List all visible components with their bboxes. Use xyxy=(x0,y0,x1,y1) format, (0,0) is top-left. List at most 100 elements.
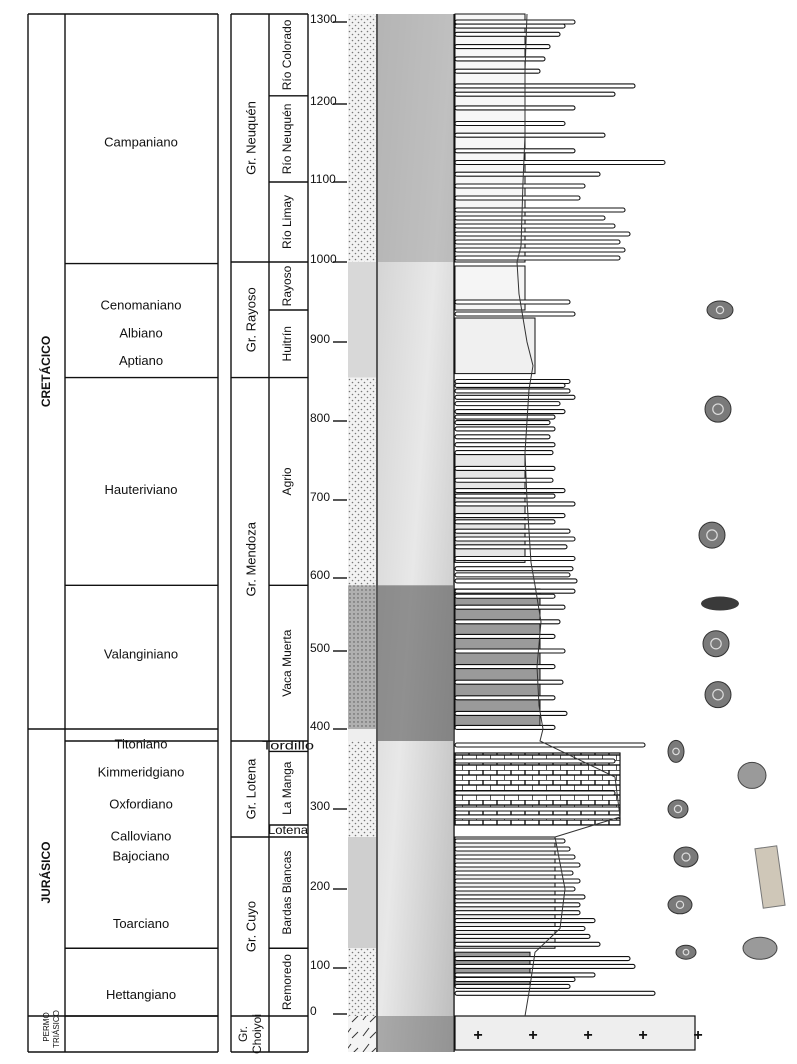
thin-bed xyxy=(455,589,575,593)
depth-tick-label: 600 xyxy=(310,568,330,582)
stage-label: Bajociano xyxy=(112,848,169,863)
thin-bed xyxy=(455,383,565,387)
thin-bed xyxy=(455,312,575,316)
thin-bed xyxy=(455,680,563,684)
bivalve-icon xyxy=(738,762,766,788)
thin-bed xyxy=(455,427,555,431)
period-label: TRIÁSICO xyxy=(52,1010,61,1048)
thin-bed xyxy=(455,839,565,843)
thin-bed xyxy=(455,919,595,923)
ammonite-icon xyxy=(705,396,731,422)
thin-bed xyxy=(455,879,580,883)
thin-bed xyxy=(455,665,555,669)
lithology-band xyxy=(348,14,376,262)
bivalve-icon xyxy=(743,937,777,959)
thin-bed xyxy=(455,248,625,252)
thin-bed xyxy=(455,402,560,406)
formation-label: Agrio xyxy=(280,467,294,495)
thin-bed xyxy=(455,942,600,946)
basement-cross-icon: + xyxy=(638,1027,647,1044)
thin-bed xyxy=(455,415,555,419)
thin-bed xyxy=(455,903,580,907)
depth-tick-label: 100 xyxy=(310,958,330,972)
thin-bed xyxy=(455,863,580,867)
thin-bed xyxy=(455,815,620,819)
thin-bed xyxy=(455,20,575,24)
thin-bed xyxy=(455,92,615,96)
thin-bed xyxy=(455,573,570,577)
depth-tick-label: 1200 xyxy=(310,94,337,108)
outcrop-photo-band xyxy=(378,585,453,741)
thin-bed xyxy=(455,300,570,304)
thin-bed xyxy=(455,45,550,49)
depth-tick-label: 400 xyxy=(310,719,330,733)
formation-label: Remoredo xyxy=(280,954,294,1010)
thin-bed xyxy=(455,579,577,583)
thin-bed xyxy=(455,520,555,524)
thin-bed xyxy=(455,978,575,982)
thin-bed xyxy=(455,149,575,153)
depth-tick-label: 300 xyxy=(310,799,330,813)
thin-bed xyxy=(455,184,585,188)
lithology-band xyxy=(348,837,376,948)
lithology-band xyxy=(348,741,376,837)
thin-bed xyxy=(455,84,635,88)
group-label: Gr. xyxy=(236,1026,250,1042)
thin-bed xyxy=(455,537,575,541)
period-label: CRETÁCICO xyxy=(38,336,53,407)
thin-bed xyxy=(455,871,573,875)
depth-tick-label: 200 xyxy=(310,879,330,893)
basement-cross-icon: + xyxy=(528,1027,537,1044)
thin-bed xyxy=(455,620,560,624)
thin-bed xyxy=(455,489,565,493)
thin-bed xyxy=(455,649,565,653)
basement-cross-icon: + xyxy=(693,1027,702,1044)
thin-bed xyxy=(455,172,600,176)
stage-label: Aptiano xyxy=(119,353,163,368)
belemnite-icon xyxy=(701,597,739,611)
thin-bed xyxy=(455,133,605,137)
thin-bed xyxy=(455,410,565,414)
stage-label: Valanginiano xyxy=(104,646,178,661)
thin-bed xyxy=(455,711,567,715)
formation-label: La Manga xyxy=(280,761,294,815)
formation-label: Vaca Muerta xyxy=(280,629,294,696)
thin-bed xyxy=(455,240,620,244)
lithology-band xyxy=(348,729,376,741)
thin-bed xyxy=(455,957,630,961)
formation-label: Tordillo xyxy=(262,738,314,752)
thin-bed xyxy=(455,743,645,747)
thin-bed xyxy=(455,32,560,36)
lithology-band xyxy=(348,262,376,378)
stage-label: Cenomaniano xyxy=(101,297,182,312)
thin-bed xyxy=(455,421,550,425)
thin-bed xyxy=(455,435,550,439)
ammonite-icon xyxy=(676,945,696,959)
thin-bed xyxy=(455,984,570,988)
thin-bed xyxy=(455,605,565,609)
depth-tick-label: 1100 xyxy=(310,172,336,186)
thin-bed xyxy=(455,514,565,518)
thin-bed xyxy=(455,196,580,200)
thin-bed xyxy=(455,911,580,915)
thin-bed xyxy=(455,69,540,73)
thin-bed xyxy=(455,807,620,811)
ammonite-icon xyxy=(668,896,692,914)
outcrop-photo-band xyxy=(378,14,453,262)
formation-label: Lotena xyxy=(268,823,308,837)
thin-bed xyxy=(455,232,630,236)
thin-bed xyxy=(455,545,567,549)
formation-label: Río Limay xyxy=(280,195,294,249)
lithology-band xyxy=(348,1016,376,1052)
thin-bed xyxy=(455,847,570,851)
thin-bed xyxy=(455,389,570,393)
ammonite-icon xyxy=(668,740,684,762)
depth-tick-label: 900 xyxy=(310,332,330,346)
stage-label: Hettangiano xyxy=(106,987,176,1002)
thin-bed xyxy=(455,451,553,455)
formation-label: Río Neuquén xyxy=(280,104,294,175)
sandstone-body xyxy=(455,837,555,948)
thin-bed xyxy=(455,759,615,763)
stage-label: Titoniano xyxy=(115,736,168,751)
